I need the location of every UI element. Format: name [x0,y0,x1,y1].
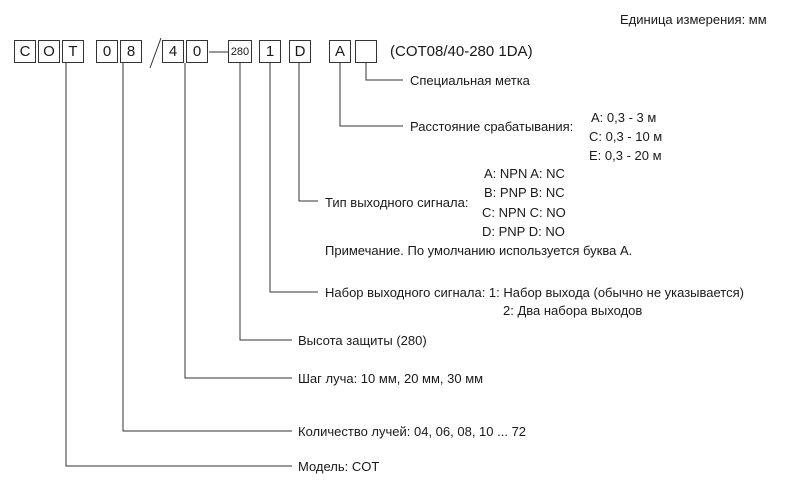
code-box: D [289,40,311,63]
beams-label: Количество лучей: 04, 06, 08, 10 ... 72 [298,424,527,439]
note: Примечание. По умолчанию используется бу… [325,243,633,258]
output-type-opt: A: NPN A: NC [484,166,565,181]
code-box: 0 [186,40,208,63]
code-box [355,40,377,63]
pitch-label: Шаг луча: 10 мм, 20 мм, 30 мм [298,371,484,386]
output-type-label: Тип выходного сигнала: [325,195,469,210]
output-set-label: Набор выходного сигнала: 1: Набор выхода… [325,285,744,300]
output-type-opt: D: PNP D: NO [482,224,565,239]
code-box: 1 [259,40,281,63]
code-box: A [329,40,351,63]
model-label: Модель: COT [298,459,380,474]
special-label: Специальная метка [410,73,530,88]
distance-opt: C: 0,3 - 10 м [589,129,663,144]
code-box: O [38,40,60,63]
output-type-opt: B: PNP B: NC [484,185,565,200]
code-box: 0 [96,40,118,63]
distance-opt: E: 0,3 - 20 м [589,148,662,163]
code-box: T [62,40,84,63]
distance-opt: A: 0,3 - 3 м [591,110,657,125]
code-box: C [14,40,36,63]
distance-label: Расстояние срабатывания: [410,119,574,134]
code-box: 8 [120,40,142,63]
output-set-opt: 2: Два набора выходов [503,303,643,318]
separator-slash [149,37,162,69]
height-label: Высота защиты (280) [298,333,427,348]
code-box: 280 [228,40,252,63]
full-code: (COT08/40-280 1DA) [390,43,533,60]
code-box: 4 [162,40,184,63]
unit-label: Единица измерения: мм [620,12,767,27]
output-type-opt: C: NPN C: NO [482,205,566,220]
